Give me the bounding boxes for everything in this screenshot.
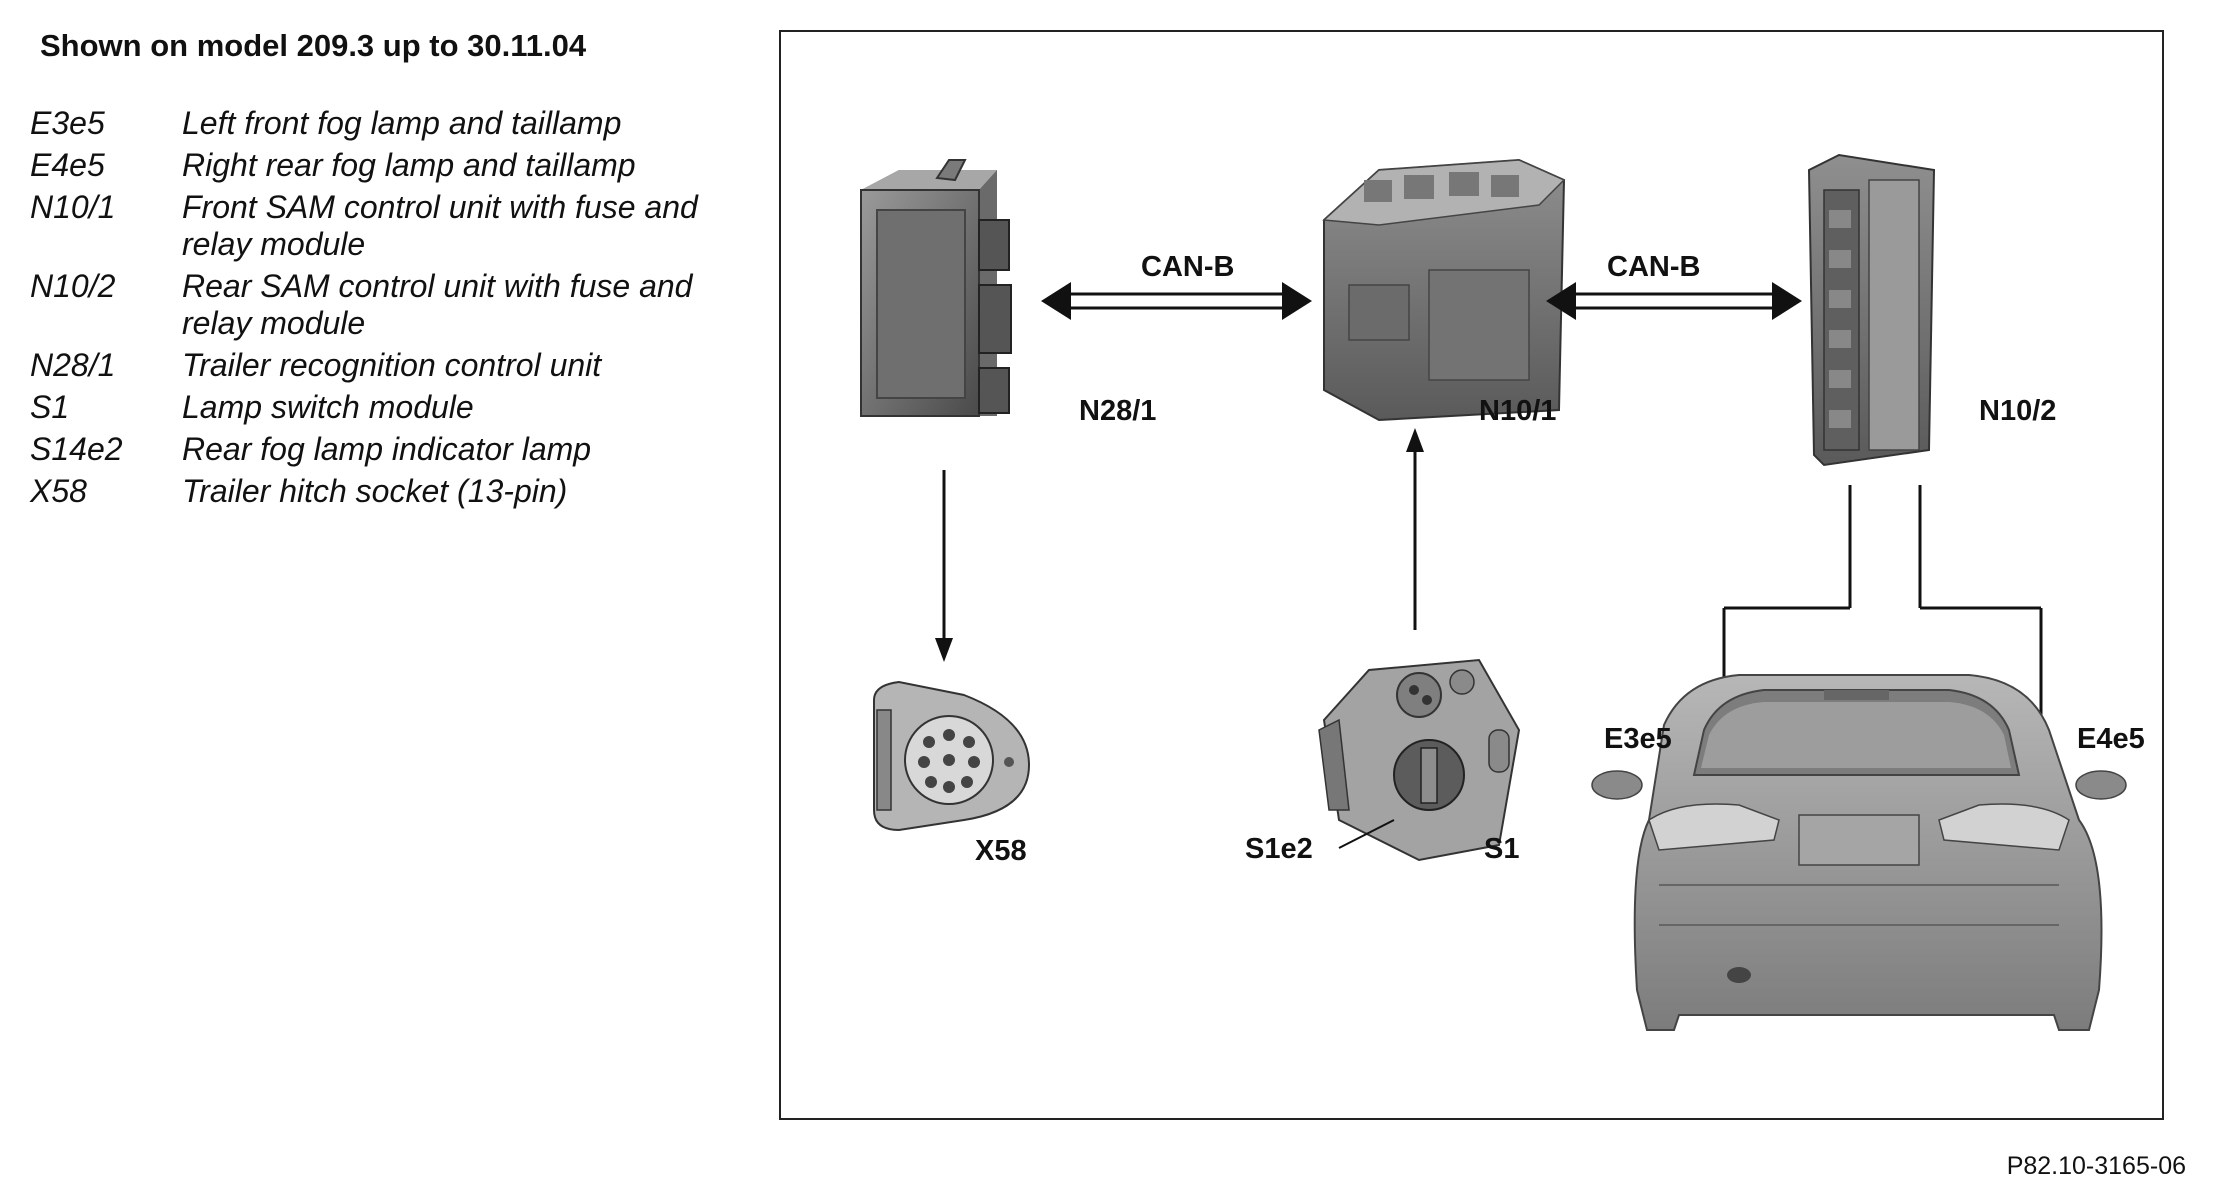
wiring-diagram: CAN-B CAN-B N28/1 N10/1 N10/2 — [860, 153, 2145, 1031]
legend-desc: Lamp switch module — [182, 389, 474, 425]
legend-code: X58 — [30, 473, 87, 509]
legend-desc: Front SAM control unit with fuse and rel… — [182, 189, 698, 262]
signal-arrow-from-s1 — [1406, 428, 1424, 630]
legend-code: N10/1 — [30, 189, 116, 225]
can-bus-right-arrow — [1546, 282, 1802, 320]
n28-1-label: N28/1 — [1079, 395, 1156, 427]
legend-item: N10/2 Rear SAM control unit with fuse an… — [30, 268, 702, 342]
legend-desc: Rear fog lamp indicator lamp — [182, 431, 592, 467]
trailer-control-unit-icon — [860, 159, 1012, 417]
can-bus-left-arrow — [1041, 282, 1312, 320]
legend: E3e5 Left front fog lamp and taillamp E4… — [30, 105, 702, 515]
can-bus-label: CAN-B — [1607, 251, 1700, 283]
can-bus-label: CAN-B — [1141, 251, 1234, 283]
trailer-socket-icon — [873, 680, 1031, 832]
legend-desc: Right rear fog lamp and taillamp — [182, 147, 636, 183]
legend-desc: Left front fog lamp and taillamp — [182, 105, 622, 141]
e3e5-label: E3e5 — [1604, 723, 1672, 755]
car-rear-view-icon — [1591, 674, 2127, 1031]
figure-frame — [779, 30, 2164, 1120]
legend-item: N28/1 Trailer recognition control unit — [30, 347, 702, 384]
legend-desc: Rear SAM control unit with fuse and rela… — [182, 268, 693, 341]
figure-reference: P82.10-3165-06 — [2006, 1152, 2186, 1180]
front-sam-unit-icon — [1322, 158, 1566, 422]
legend-desc: Trailer recognition control unit — [182, 347, 602, 383]
s1e2-leader-line — [1338, 819, 1395, 849]
s1e2-label: S1e2 — [1245, 833, 1313, 865]
legend-code: N10/2 — [30, 268, 116, 304]
n10-2-label: N10/2 — [1979, 395, 2056, 427]
e4e5-label: E4e5 — [2077, 723, 2145, 755]
legend-item: N10/1 Front SAM control unit with fuse a… — [30, 189, 702, 263]
legend-item: X58 Trailer hitch socket (13-pin) — [30, 473, 702, 510]
rear-sam-unit-icon — [1807, 153, 1936, 467]
n10-1-label: N10/1 — [1479, 395, 1556, 427]
lamp-switch-icon — [1318, 658, 1521, 862]
figure-title: Shown on model 209.3 up to 30.11.04 — [40, 28, 587, 63]
x58-label: X58 — [975, 835, 1027, 867]
legend-item: S1 Lamp switch module — [30, 389, 702, 426]
signal-arrow-to-x58 — [935, 470, 953, 662]
legend-item: S14e2 Rear fog lamp indicator lamp — [30, 431, 702, 468]
legend-desc: Trailer hitch socket (13-pin) — [182, 473, 568, 509]
legend-item: E3e5 Left front fog lamp and taillamp — [30, 105, 702, 142]
legend-code: E3e5 — [30, 105, 105, 141]
s1-label: S1 — [1484, 833, 1519, 865]
legend-code: N28/1 — [30, 347, 116, 383]
legend-code: S1 — [30, 389, 70, 425]
legend-code: S14e2 — [30, 431, 123, 467]
legend-item: E4e5 Right rear fog lamp and taillamp — [30, 147, 702, 184]
legend-code: E4e5 — [30, 147, 105, 183]
